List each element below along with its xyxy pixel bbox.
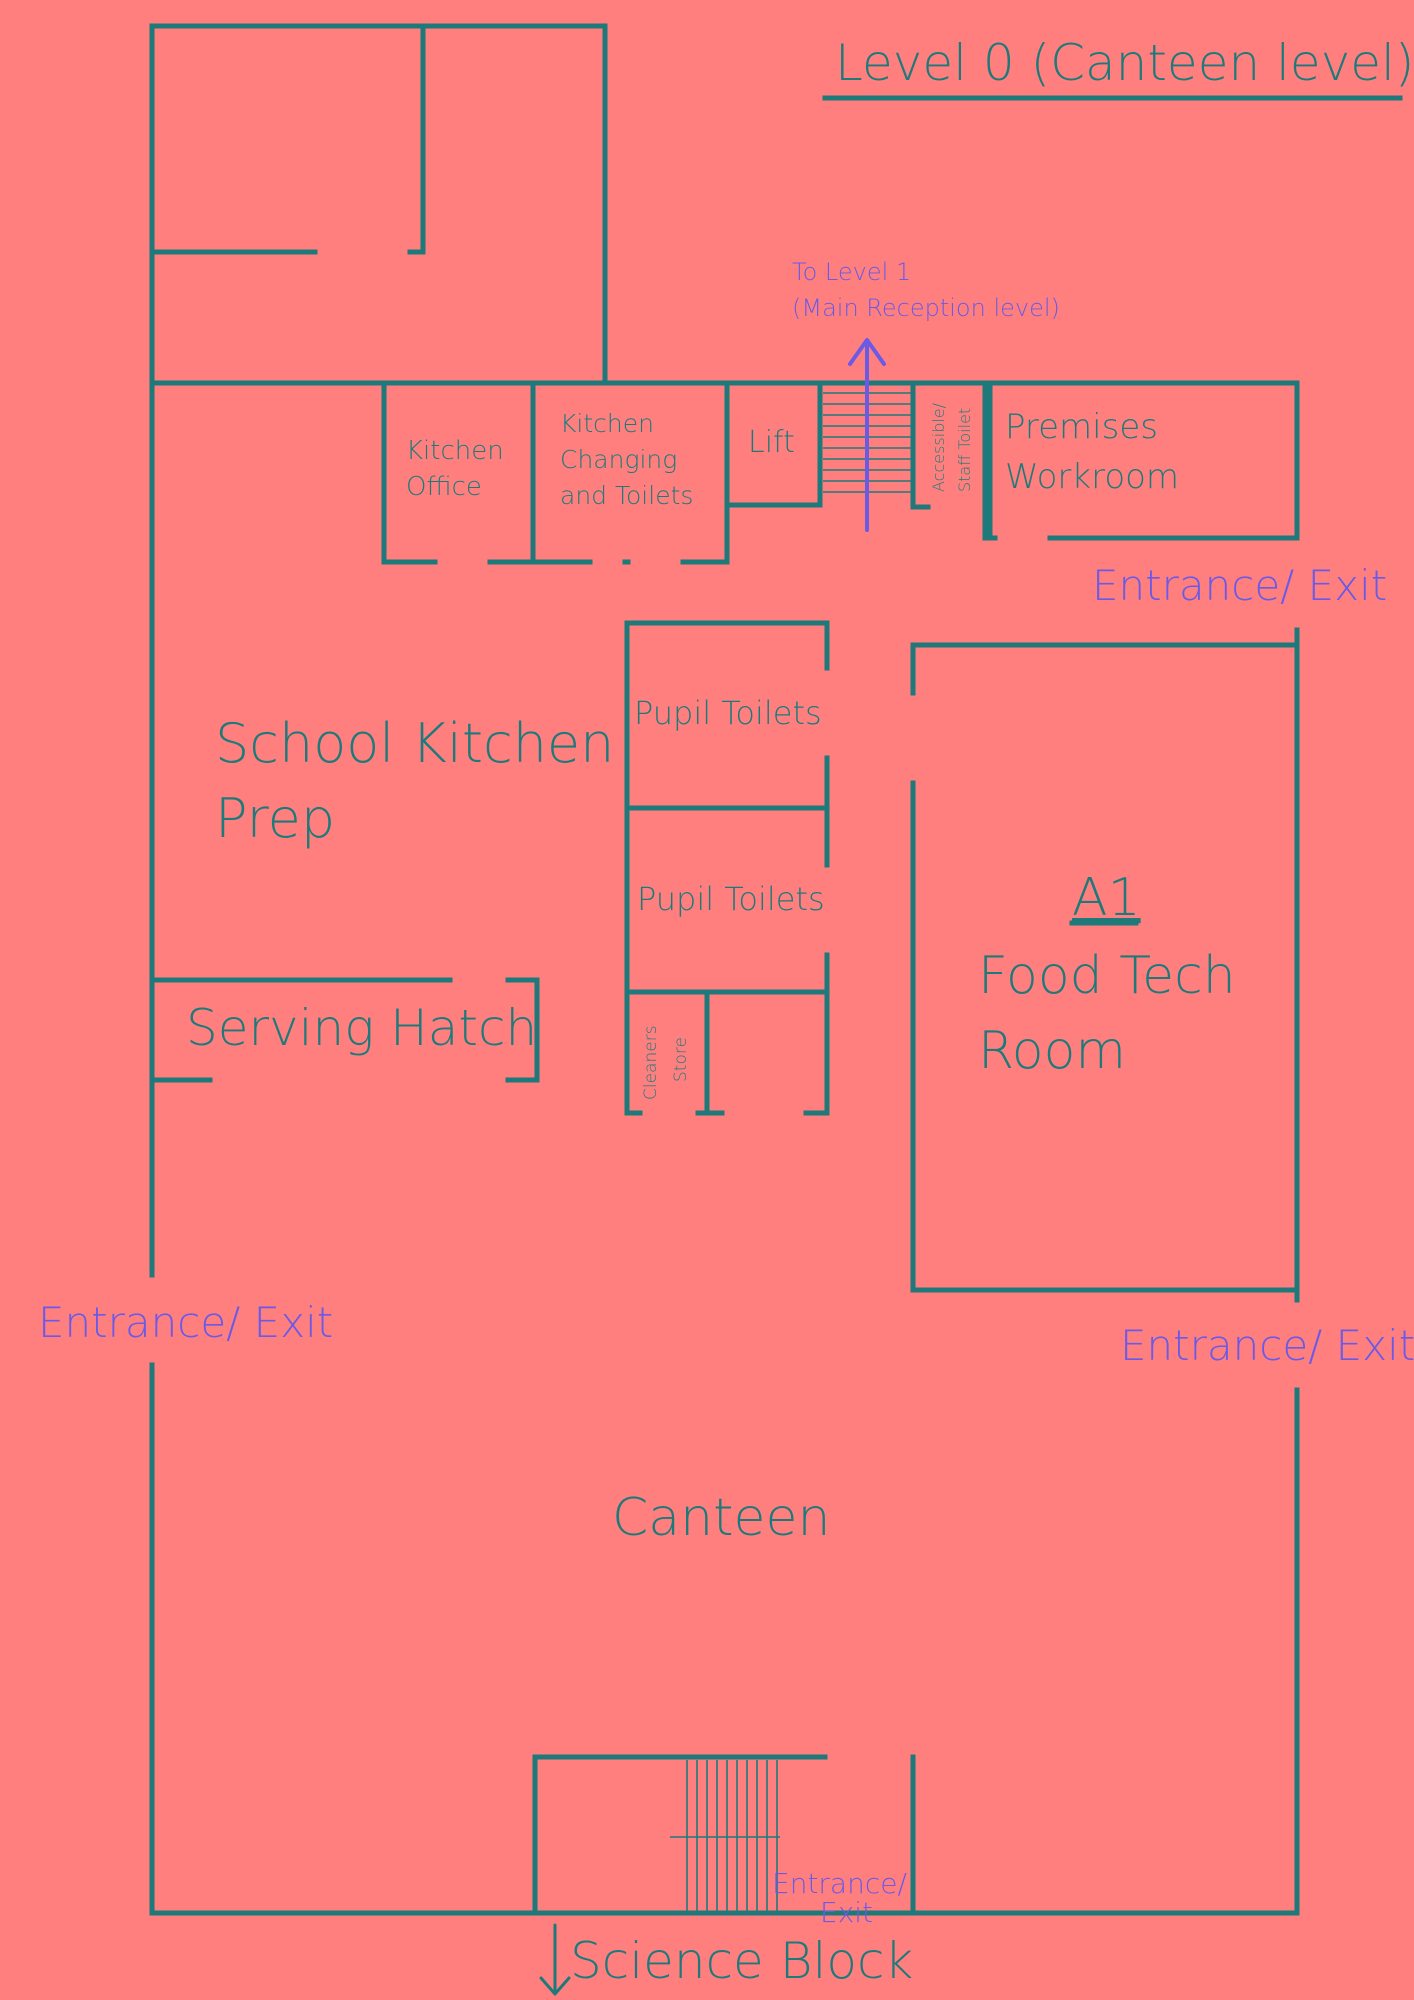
kitchen-changing-label-2: Changing <box>560 445 677 474</box>
kitchen-office-label-2: Office <box>406 472 482 502</box>
accessible-toilet-walls <box>910 380 998 541</box>
accessible-toilet-label-2: Staff Toilet <box>955 408 974 492</box>
exit-right-label: Entrance/ Exit <box>1120 1321 1414 1370</box>
kitchen-prep-label-2: Prep <box>215 787 335 850</box>
kitchen-prep-label-1: School Kitchen <box>215 712 614 775</box>
exit-left-label: Entrance/ Exit <box>38 1298 333 1347</box>
kitchen-office-walls <box>381 380 730 565</box>
cleaners-store-label-2: Store <box>671 1037 691 1082</box>
bottom-stairwell-walls <box>532 1754 916 1916</box>
lift-label: Lift <box>748 425 795 460</box>
to-level1-label: To Level 1 <box>792 258 911 286</box>
kitchen-changing-label-1: Kitchen <box>560 409 654 438</box>
accessible-toilet-label-1: Accessible/ <box>929 402 948 492</box>
food-tech-label-2: Room <box>978 1021 1126 1081</box>
page-title: Level 0 (Canteen level) <box>835 34 1414 92</box>
premises-workroom-walls <box>987 380 1300 541</box>
lift-walls <box>724 380 823 508</box>
science-block-label: Science Block <box>570 1932 913 1990</box>
exit-bottom-label-2: Exit <box>820 1896 873 1929</box>
serving-hatch-label: Serving Hatch <box>186 999 537 1057</box>
pupil-toilets-2-label: Pupil Toilets <box>637 880 825 918</box>
pupil-toilets-1-label: Pupil Toilets <box>634 694 822 732</box>
to-level1-sublabel: (Main Reception level) <box>792 294 1060 322</box>
pupil-toilets-walls <box>624 620 830 1116</box>
food-tech-walls <box>910 642 1300 1293</box>
down-arrow-icon <box>539 1923 571 1996</box>
outer-walls <box>149 380 1300 1916</box>
kitchen-changing-label-3: and Toilets <box>560 481 693 510</box>
food-tech-label-1: Food Tech <box>978 946 1236 1006</box>
exit-top-right-label: Entrance/ Exit <box>1092 561 1387 610</box>
top-annex-walls <box>149 23 608 386</box>
cleaners-store-label-1: Cleaners <box>641 1025 661 1100</box>
serving-hatch-walls <box>149 977 540 1083</box>
up-arrow-icon <box>848 338 886 532</box>
premises-workroom-label-1: Premises <box>1005 407 1158 447</box>
kitchen-office-label-1: Kitchen <box>406 436 504 466</box>
premises-workroom-label-2: Workroom <box>1005 457 1179 497</box>
bottom-stairs <box>670 1760 780 1913</box>
canteen-label: Canteen <box>612 1488 830 1548</box>
food-tech-code: A1 <box>1072 868 1141 928</box>
exit-bottom-label-1: Entrance/ <box>772 1867 907 1900</box>
